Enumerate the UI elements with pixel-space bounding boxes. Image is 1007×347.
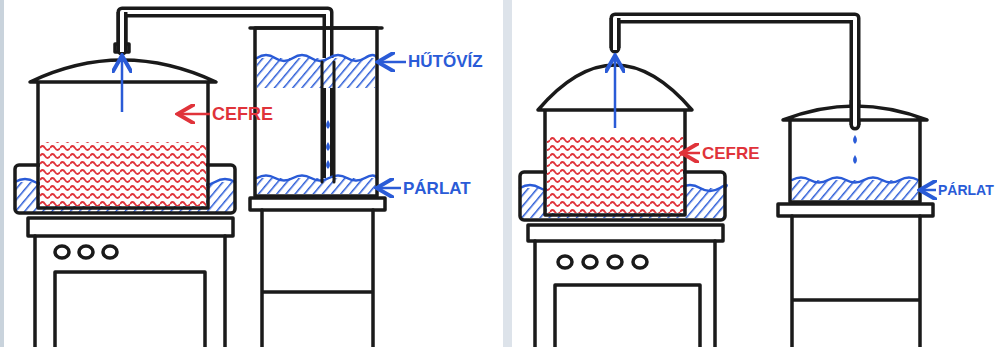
- stove-top: [28, 218, 233, 236]
- stand-top: [778, 204, 933, 216]
- distillate-surface: [792, 178, 918, 183]
- cooling-water: [257, 58, 375, 88]
- stove-body: [35, 236, 225, 347]
- mash-fill: [40, 142, 206, 206]
- oven-door: [55, 272, 205, 347]
- leader-arrow: [379, 187, 401, 190]
- stand-top: [250, 198, 385, 210]
- leader-arrow: [922, 189, 936, 192]
- pipe-inlet-inner: [853, 98, 857, 125]
- vapour-arrow: [121, 58, 124, 112]
- condenser-pot: [255, 28, 377, 196]
- leader-arrow: [684, 152, 700, 155]
- drop: [853, 155, 857, 164]
- vapour-arrow: [614, 58, 617, 128]
- part-label: PÁRLAT: [403, 180, 471, 197]
- pipe-outlet-inner: [120, 12, 124, 52]
- vapour-pipe: [122, 12, 328, 182]
- panel-edge: [0, 0, 4, 347]
- part-label: PÁRLAT: [938, 183, 994, 197]
- pipe-outlet-inner: [613, 18, 617, 50]
- stove-knob: [583, 256, 597, 268]
- mash-fill: [547, 135, 683, 213]
- panel-gap: [503, 0, 512, 347]
- stove-knob: [608, 256, 622, 268]
- stand-legs: [792, 216, 920, 347]
- stove-top: [528, 225, 723, 241]
- vapour-pipe-inner: [122, 12, 328, 182]
- part-label: CEFRE: [702, 145, 760, 162]
- oven-door: [555, 285, 700, 347]
- water-surface: [257, 55, 377, 61]
- stove-knob: [633, 256, 647, 268]
- drop: [326, 120, 330, 129]
- stove-body: [535, 241, 715, 347]
- drop: [853, 135, 857, 144]
- part-label: HŰTŐVÍZ: [408, 53, 483, 70]
- drop: [326, 160, 330, 169]
- distillate-surface: [257, 176, 377, 181]
- stove-knob: [55, 246, 69, 258]
- part-label: CEFRE: [212, 105, 273, 123]
- pot-rim: [250, 26, 382, 30]
- cooling-pipe: [322, 62, 334, 182]
- receiving-pot: [790, 118, 920, 202]
- stove-knob: [103, 246, 117, 258]
- stove-knob: [558, 256, 572, 268]
- stand-legs: [262, 210, 373, 347]
- drop: [326, 142, 330, 151]
- leader-arrow: [380, 61, 406, 64]
- stove-knob: [79, 246, 93, 258]
- leader-arrow: [180, 113, 210, 116]
